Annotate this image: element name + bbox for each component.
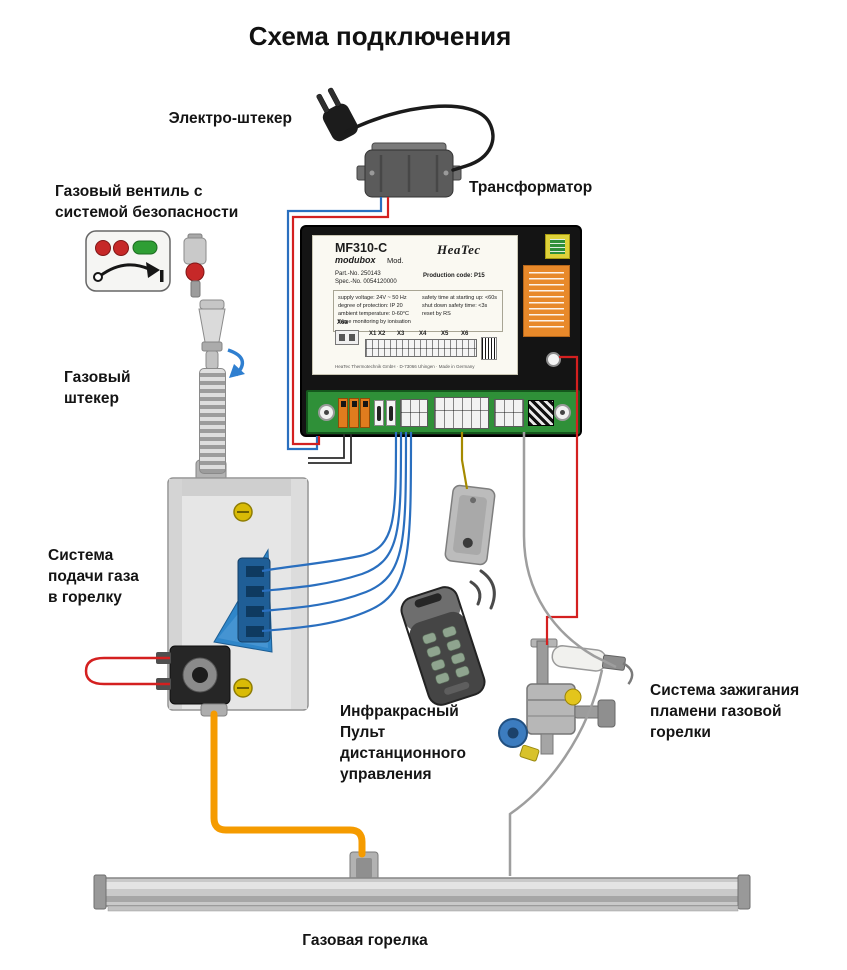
valve-wire-blue-3 [261, 431, 408, 613]
label-line: Газовый [64, 369, 131, 386]
terminal-label-x5: X5 [441, 331, 449, 337]
gas-plug-label: Газовый штекер [64, 367, 130, 409]
electrode-wire-red-loop [84, 656, 170, 686]
page-title: Схема подключения [248, 21, 512, 51]
connector-pair[interactable] [374, 400, 396, 426]
unit-footer-text: HeaTec Thermotechnik GmbH · D-73066 Uhin… [335, 364, 475, 369]
burner-cable-gray [508, 669, 604, 876]
specs-left: supply voltage: 24V ~ 50 Hz degree of pr… [338, 295, 411, 325]
specs-right: safety time at starting up: <60s shut do… [422, 295, 498, 317]
transformer-label: Трансформатор [469, 179, 593, 196]
label-line: штекер [64, 390, 119, 407]
flame-sensor-illustration [444, 484, 496, 566]
unit-spec-no: Spec.-No. 0054120000 [335, 279, 397, 285]
unit-mod: Mod. [387, 256, 404, 265]
valve-fitting-illustration [183, 233, 207, 298]
mains-cable [344, 104, 495, 172]
gas-hose [199, 368, 226, 474]
label-line: подачи газа [48, 568, 139, 585]
terminal-label-x3: X3 [397, 331, 405, 337]
gas-plug-illustration [198, 299, 226, 370]
warning-orange-label [523, 265, 570, 337]
control-unit-label: MF310-C modubox Mod. HeaTec Part.-No. 25… [312, 235, 518, 375]
remote-label: Инфракрасный Пульт дистанционного управл… [340, 701, 466, 785]
terminal-block-x3[interactable] [400, 399, 428, 427]
valve-wire-blue-4 [261, 431, 413, 633]
ignition-cable-gray [522, 432, 617, 669]
valve-wire-blue-1 [261, 431, 398, 573]
terminal-label-x1x2: X1 X2 [369, 331, 386, 337]
terminal-block-x4[interactable] [434, 397, 489, 429]
barcode [481, 337, 497, 360]
label-line: Система зажигания [650, 682, 800, 699]
terminal-stub-2 [308, 434, 352, 464]
ir-signal-icon [469, 569, 496, 610]
terminal-label-x4: X4 [419, 331, 427, 337]
label-line: управления [340, 766, 432, 783]
remote-control-illustration [400, 586, 486, 706]
electro-plug-label: Электро-штекер [168, 110, 292, 127]
reset-button[interactable] [546, 352, 561, 367]
rotate-arrow-icon [227, 348, 245, 378]
gas-valve-illustration [85, 230, 171, 292]
unit-specs-box: supply voltage: 24V ~ 50 Hz degree of pr… [333, 290, 503, 332]
ignition-label: Система зажигания пламени газовой горелк… [650, 680, 799, 743]
label-line: Газовый вентиль с [55, 183, 203, 200]
label-line: дистанционного [340, 745, 466, 762]
valve-wire-blue-2 [261, 431, 403, 593]
label-line: Инфракрасный [340, 703, 459, 720]
label-line: Пульт [340, 724, 386, 741]
pcb-terminal-strip [306, 390, 580, 434]
terminal-x6a-connector [335, 330, 359, 345]
unit-model: MF310-C [335, 241, 388, 255]
burner-illustration [93, 851, 751, 912]
power-terminal-block[interactable] [338, 398, 370, 428]
ignition-illustration [498, 638, 634, 762]
brand-logo: HeaTec [437, 242, 481, 257]
terminal-strip-diagram [365, 339, 477, 357]
terminal-block-x5[interactable] [494, 399, 524, 427]
gas-valve-label: Газовый вентиль с системой безопасности [55, 181, 238, 223]
power-plug-icon [316, 87, 358, 142]
pcb-hole-right [554, 404, 571, 421]
terminal-block-x6[interactable] [528, 400, 554, 426]
label-line: Система [48, 547, 114, 564]
warning-square-label [545, 234, 570, 259]
terminal-stub-1 [308, 434, 345, 459]
unit-production-code: Production code: P15 [423, 273, 485, 279]
transformer-illustration [356, 142, 462, 198]
control-unit: MF310-C modubox Mod. HeaTec Part.-No. 25… [300, 225, 582, 437]
label-line: пламени газовой [650, 703, 782, 720]
label-line: системой безопасности [55, 204, 239, 221]
gas-supply-illustration [156, 459, 309, 717]
label-line: горелки [650, 724, 711, 741]
terminal-label-x6: X6 [461, 331, 469, 337]
burner-label: Газовая горелка [302, 932, 428, 949]
terminal-label-x6a: X6a [337, 320, 348, 326]
unit-series: modubox [335, 255, 376, 265]
sensor-wire-olive [460, 432, 469, 490]
pcb-hole-left [318, 404, 335, 421]
unit-part-no: Part.-No. 250143 [335, 271, 381, 277]
gas-supply-label: Система подачи газа в горелку [48, 545, 139, 608]
label-line: в горелку [48, 589, 122, 606]
